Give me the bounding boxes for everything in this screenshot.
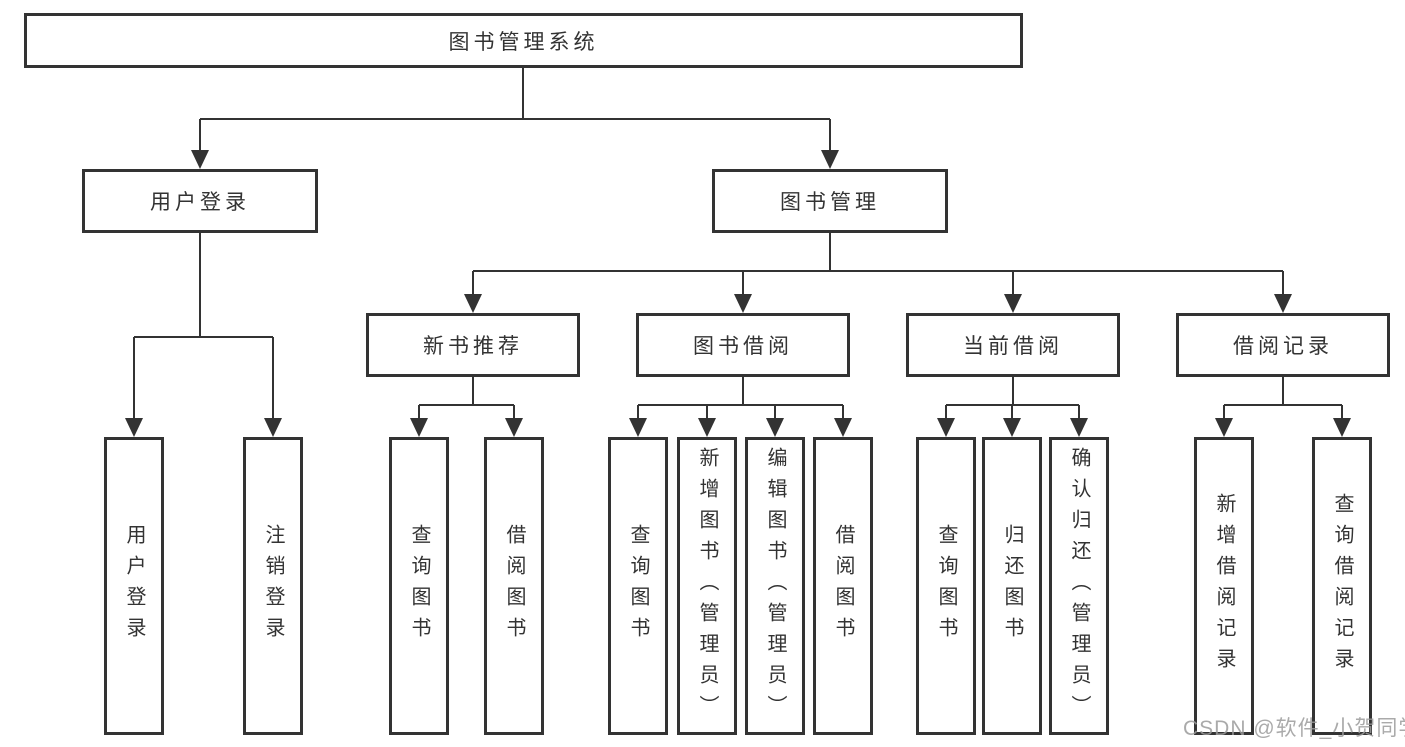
arrowhead xyxy=(191,150,209,169)
node-user-login: 用户登录 xyxy=(82,169,318,233)
node-book-borrow: 图书借阅 xyxy=(636,313,850,377)
node-user-login-label: 用户登录 xyxy=(150,191,250,214)
arrowhead xyxy=(834,418,852,437)
leaf-rec-query-borrow-record-label: 查询借阅记录 xyxy=(1331,493,1353,679)
arrowheads xyxy=(125,150,1351,437)
arrowhead xyxy=(1274,294,1292,313)
node-book-management-label: 图书管理 xyxy=(780,191,880,214)
leaf-bb-borrow-books: 借阅图书 xyxy=(813,437,873,735)
leaf-rec-add-borrow-record-label: 新增借阅记录 xyxy=(1213,493,1235,679)
leaf-nbr-query-books: 查询图书 xyxy=(389,437,449,735)
arrowhead xyxy=(1215,418,1233,437)
leaf-rec-query-borrow-record: 查询借阅记录 xyxy=(1312,437,1372,735)
node-borrow-records-label: 借阅记录 xyxy=(1233,335,1333,358)
arrowhead xyxy=(698,418,716,437)
arrowhead xyxy=(1333,418,1351,437)
connector-book-borrow-to-leaves xyxy=(637,377,844,419)
leaf-user-login: 用户登录 xyxy=(104,437,164,735)
leaf-bb-query-books: 查询图书 xyxy=(608,437,668,735)
arrowhead xyxy=(125,418,143,437)
arrowhead xyxy=(629,418,647,437)
arrowhead xyxy=(1003,418,1021,437)
leaf-bb-edit-books-admin-label: 编辑图书（管理员） xyxy=(764,446,786,726)
node-root-label: 图书管理系统 xyxy=(448,30,599,54)
arrowhead xyxy=(1070,418,1088,437)
connector-book-mgmt-to-sections xyxy=(472,233,1284,295)
leaf-cb-confirm-return-admin: 确认归还（管理员） xyxy=(1049,437,1109,735)
leaf-bb-borrow-books-label: 借阅图书 xyxy=(832,524,854,648)
leaf-bb-query-books-label: 查询图书 xyxy=(627,524,649,648)
leaf-logout-label: 注销登录 xyxy=(262,524,284,648)
arrowhead xyxy=(505,418,523,437)
leaf-logout: 注销登录 xyxy=(243,437,303,735)
node-new-book-recommend-label: 新书推荐 xyxy=(423,335,523,358)
leaf-cb-return-books-label: 归还图书 xyxy=(1001,524,1023,648)
arrowhead xyxy=(1004,294,1022,313)
leaf-cb-confirm-return-admin-label: 确认归还（管理员） xyxy=(1068,446,1090,726)
leaf-bb-add-books-admin-label: 新增图书（管理员） xyxy=(696,446,718,726)
leaf-nbr-query-books-label: 查询图书 xyxy=(408,524,430,648)
arrowhead xyxy=(264,418,282,437)
node-new-book-recommend: 新书推荐 xyxy=(366,313,580,377)
leaf-nbr-borrow-books: 借阅图书 xyxy=(484,437,544,735)
arrowhead xyxy=(410,418,428,437)
arrowhead xyxy=(734,294,752,313)
node-book-management: 图书管理 xyxy=(712,169,948,233)
connector-new-book-to-leaves xyxy=(418,377,515,419)
node-current-borrow: 当前借阅 xyxy=(906,313,1120,377)
node-borrow-records: 借阅记录 xyxy=(1176,313,1390,377)
leaf-bb-edit-books-admin: 编辑图书（管理员） xyxy=(745,437,805,735)
arrowhead xyxy=(821,150,839,169)
node-root: 图书管理系统 xyxy=(24,13,1023,68)
leaf-cb-query-books-label: 查询图书 xyxy=(935,524,957,648)
leaf-bb-add-books-admin: 新增图书（管理员） xyxy=(677,437,737,735)
leaf-cb-return-books: 归还图书 xyxy=(982,437,1042,735)
connector-current-borrow-to-leaves xyxy=(945,377,1080,419)
csdn-watermark: CSDN @软件_小贺同学 xyxy=(1183,717,1405,740)
node-current-borrow-label: 当前借阅 xyxy=(963,335,1063,358)
connector-records-to-leaves xyxy=(1223,377,1343,419)
arrowhead xyxy=(464,294,482,313)
node-book-borrow-label: 图书借阅 xyxy=(693,335,793,358)
leaf-rec-add-borrow-record: 新增借阅记录 xyxy=(1194,437,1254,735)
connector-root-to-level2 xyxy=(199,68,831,151)
connector-user-login-to-leaves xyxy=(133,233,274,419)
arrowhead xyxy=(766,418,784,437)
leaf-nbr-borrow-books-label: 借阅图书 xyxy=(503,524,525,648)
leaf-cb-query-books: 查询图书 xyxy=(916,437,976,735)
arrowhead xyxy=(937,418,955,437)
leaf-user-login-label: 用户登录 xyxy=(123,524,145,648)
